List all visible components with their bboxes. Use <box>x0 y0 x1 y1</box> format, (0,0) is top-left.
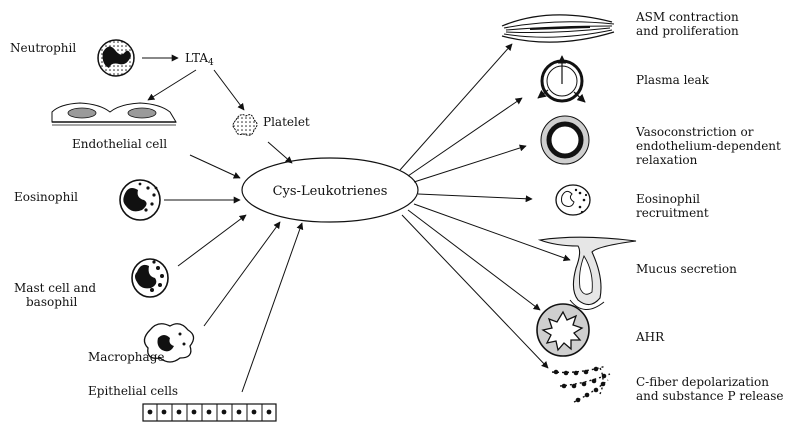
airway-ahr-icon <box>536 303 590 357</box>
eos-recruit-label-line2: recruitment <box>636 206 709 220</box>
c-fiber-nerve-icon <box>551 365 611 403</box>
plasma-leak-label: Plasma leak <box>636 73 710 87</box>
macrophage-label: Macrophage <box>88 350 164 364</box>
vaso-label-line3: relaxation <box>636 153 698 167</box>
eosinophil-recruitment-icon <box>555 184 591 216</box>
neutrophil-cell-icon <box>97 39 135 77</box>
asm-label-line2: and proliferation <box>636 24 739 38</box>
arrow-macrophage-center <box>203 221 281 327</box>
vaso-label-line2: endothelium-dependent <box>636 139 781 153</box>
arrow-center-plasma <box>407 97 523 177</box>
arrow-platelet-center <box>267 141 293 164</box>
cfiber-label-line1: C-fiber depolarization <box>636 375 769 389</box>
endothelial-label: Endothelial cell <box>72 137 167 151</box>
center-label: Cys-Leukotrienes <box>273 184 388 199</box>
ahr-label: AHR <box>635 330 665 344</box>
endothelial-cell-icon <box>51 102 177 126</box>
arrow-center-ahr <box>407 209 541 311</box>
lta4-label: LTA4 <box>185 51 214 68</box>
mucus-label: Mucus secretion <box>636 262 737 276</box>
eosinophil-cell-icon <box>119 179 161 221</box>
epithelial-label: Epithelial cells <box>88 384 178 398</box>
neutrophil-label: Neutrophil <box>10 41 76 55</box>
eosinophil-label: Eosinophil <box>14 190 78 204</box>
arrow-center-cfiber <box>401 214 549 369</box>
platelet-icon <box>232 114 258 136</box>
arrow-lta4-endothelial <box>147 69 197 101</box>
eos-recruit-label-line1: Eosinophil <box>636 192 700 206</box>
epithelial-cells-icon <box>142 403 277 422</box>
asm-label-line1: ASM contraction <box>635 10 739 24</box>
arrow-center-vaso <box>413 144 527 183</box>
arrow-endothelial-center <box>189 154 241 179</box>
vessel-ring-icon <box>540 115 590 165</box>
arrow-epithelial-center <box>241 222 304 393</box>
mast-cell-label-line2: basophil <box>26 295 77 309</box>
cys-leukotrienes-node: Cys-Leukotrienes <box>241 157 419 223</box>
plasma-leak-vessel-icon <box>537 55 586 103</box>
source-arrows <box>142 54 304 393</box>
effect-labels: ASM contraction and proliferation Plasma… <box>635 10 784 403</box>
arrow-mastcell-center <box>177 214 247 267</box>
platelet-label: Platelet <box>263 115 310 129</box>
effect-arrows <box>399 43 571 369</box>
arrow-center-eosinophil <box>417 193 533 203</box>
mast-cell-label-line1: Mast cell and <box>14 281 96 295</box>
vaso-label-line1: Vasoconstriction or <box>635 125 754 139</box>
goblet-cell-icon <box>537 236 637 310</box>
arrow-lta4-platelet <box>213 69 245 111</box>
arrow-center-mucus <box>413 203 571 262</box>
macrophage-icon <box>143 323 195 363</box>
mast-cell-icon <box>131 258 169 298</box>
arrow-center-asm <box>399 43 513 171</box>
smooth-muscle-icon <box>501 14 615 43</box>
cfiber-label-line2: and substance P release <box>636 389 784 403</box>
